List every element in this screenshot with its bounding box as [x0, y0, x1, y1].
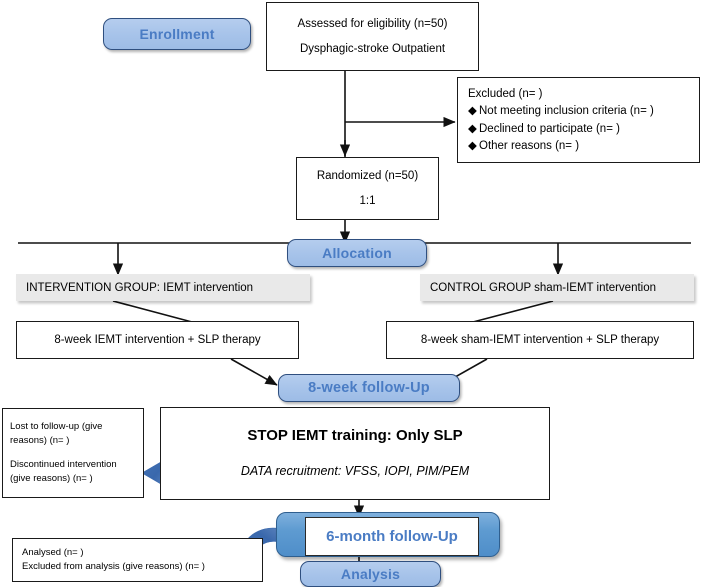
randomized-line-1: Randomized (n=50) [316, 170, 419, 183]
stage-banner-6month-followup-label: 6-month follow-Up [326, 528, 458, 545]
assessed-line-1: Assessed for eligibility (n=50) [297, 18, 448, 31]
group-header-control-label: CONTROL GROUP sham-IEMT intervention [430, 281, 657, 294]
excluded-heading: Excluded (n= ) [468, 87, 543, 100]
lost-line-3: Discontinued intervention [10, 459, 117, 470]
stage-banner-analysis-label: Analysis [340, 566, 401, 582]
stage-banner-6month-followup[interactable]: 6-month follow-Up [276, 512, 500, 557]
randomized-line-2: 1:1 [359, 194, 376, 207]
group-header-intervention: INTERVENTION GROUP: IEMT intervention [16, 274, 310, 301]
control-detail-label: 8-week sham-IEMT intervention + SLP ther… [420, 333, 660, 346]
stop-box-title: STOP IEMT training: Only SLP [247, 427, 463, 445]
box-control-detail: 8-week sham-IEMT intervention + SLP ther… [386, 321, 694, 359]
stage-banner-6month-followup-label-box: 6-month follow-Up [305, 517, 479, 556]
box-assessed-for-eligibility: Assessed for eligibility (n=50) Dysphagi… [266, 2, 479, 71]
stage-banner-enrollment-label: Enrollment [139, 26, 215, 42]
analysed-line-2: Excluded from analysis (give reasons) (n… [22, 561, 205, 572]
bullet-diamond-icon: ◆ [468, 105, 477, 118]
assessed-line-2: Dysphagic-stroke Outpatient [299, 42, 446, 55]
lost-line-4: (give reasons) (n= ) [10, 472, 93, 484]
stage-banner-8week-followup-label: 8-week follow-Up [308, 380, 430, 396]
stage-banner-enrollment[interactable]: Enrollment [103, 18, 251, 50]
arrow-intervention-to-8week [230, 358, 278, 386]
lost-line-2: reasons) (n= ) [10, 435, 70, 447]
bullet-diamond-icon: ◆ [468, 122, 477, 135]
box-stop-iemt-training: STOP IEMT training: Only SLP DATA recrui… [160, 407, 550, 500]
box-excluded: Excluded (n= ) ◆Not meeting inclusion cr… [457, 77, 700, 163]
group-header-control: CONTROL GROUP sham-IEMT intervention [420, 274, 694, 301]
group-header-intervention-label: INTERVENTION GROUP: IEMT intervention [26, 281, 254, 294]
box-intervention-detail: 8-week IEMT intervention + SLP therapy [16, 321, 299, 359]
bullet-diamond-icon: ◆ [468, 139, 477, 152]
lost-line-1: Lost to follow-up (give [10, 421, 103, 433]
excluded-item-2: ◆Other reasons (n= ) [468, 139, 580, 152]
analysed-line-1: Analysed (n= ) [22, 547, 84, 559]
box-randomized: Randomized (n=50) 1:1 [296, 157, 439, 220]
intervention-detail-label: 8-week IEMT intervention + SLP therapy [54, 333, 261, 346]
box-lost-to-followup: Lost to follow-up (give reasons) (n= ) D… [2, 408, 144, 498]
stop-box-subtitle: DATA recruitment: VFSS, IOPI, PIM/PEM [240, 464, 470, 479]
stage-banner-8week-followup[interactable]: 8-week follow-Up [278, 374, 460, 402]
line-intervention-detail [112, 300, 193, 323]
line-control-detail [472, 300, 554, 323]
excluded-item-0: ◆Not meeting inclusion criteria (n= ) [468, 105, 654, 118]
box-analysed: Analysed (n= ) Excluded from analysis (g… [12, 538, 263, 582]
stage-banner-analysis[interactable]: Analysis [300, 561, 441, 587]
stage-banner-allocation[interactable]: Allocation [287, 239, 427, 267]
excluded-item-1: ◆Declined to participate (n= ) [468, 122, 620, 135]
stage-banner-allocation-label: Allocation [322, 245, 392, 261]
